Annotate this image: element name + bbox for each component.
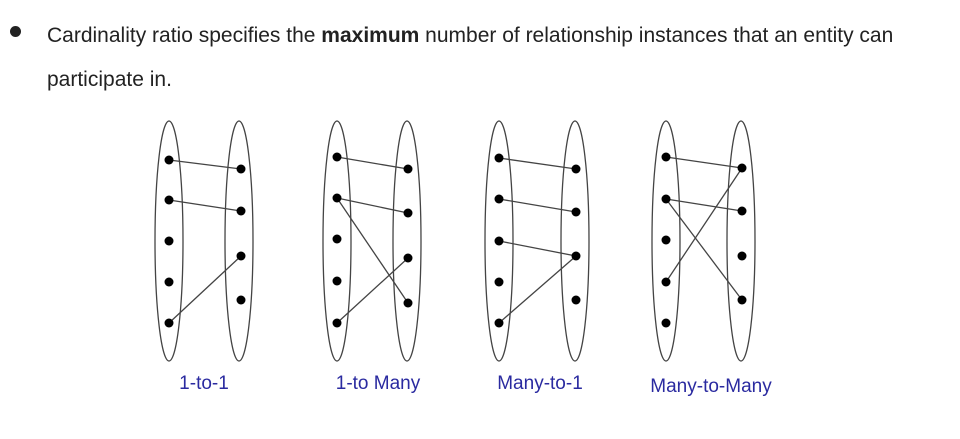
caption-many-to-one: Many-to-1: [497, 373, 583, 394]
entity-dot: [571, 164, 581, 174]
bullet-marker: [10, 26, 21, 37]
relationship-line: [498, 255, 577, 324]
entity-dot: [571, 207, 581, 217]
entity-dot: [403, 164, 413, 174]
relationship-line: [665, 198, 743, 301]
relationship-line: [168, 159, 242, 170]
diagram-many-to-one: [484, 120, 590, 362]
definition-prefix: Cardinality ratio specifies the: [47, 24, 322, 47]
definition-emphasis: maximum: [321, 24, 420, 47]
relationship-line: [336, 197, 409, 214]
entity-dot: [661, 318, 671, 328]
diagram-one-to-many-entities: [332, 152, 413, 328]
relationship-line: [665, 198, 743, 212]
entity-dot: [661, 277, 671, 287]
relationship-line: [336, 156, 409, 170]
diagram-many-to-many: [651, 120, 756, 362]
entity-set-right: [224, 120, 254, 362]
entity-dot: [332, 234, 342, 244]
entity-dot: [494, 318, 504, 328]
entity-dot: [403, 253, 413, 263]
entity-dot: [332, 276, 342, 286]
entity-dot: [661, 152, 671, 162]
entity-dot: [737, 295, 747, 305]
entity-set-left: [484, 120, 514, 362]
relationship-line: [168, 199, 242, 212]
entity-dot: [737, 206, 747, 216]
relationship-line: [498, 240, 577, 257]
entity-dot: [332, 318, 342, 328]
entity-dot: [236, 164, 246, 174]
entity-dot: [164, 236, 174, 246]
relationship-line: [336, 257, 409, 324]
entity-dot: [164, 195, 174, 205]
entity-dot: [737, 163, 747, 173]
entity-dot: [332, 193, 342, 203]
entity-set-right: [392, 120, 422, 362]
entity-dot: [571, 251, 581, 261]
diagram-one-to-many: [322, 120, 422, 362]
entity-dot: [661, 235, 671, 245]
entity-dot: [571, 295, 581, 305]
diagram-many-to-many-entities: [661, 152, 747, 328]
entity-dot: [236, 251, 246, 261]
entity-dot: [494, 194, 504, 204]
entity-dot: [403, 298, 413, 308]
entity-dot: [236, 295, 246, 305]
diagram-many-to-one-entities: [494, 153, 581, 328]
relationship-line: [168, 255, 242, 324]
entity-set-left: [154, 120, 184, 362]
entity-dot: [164, 155, 174, 165]
diagram-one-to-one: [154, 120, 254, 362]
entity-dot: [332, 152, 342, 162]
relationship-line: [665, 167, 743, 283]
entity-dot: [164, 277, 174, 287]
caption-one-to-one: 1-to-1: [179, 373, 229, 394]
entity-set-right: [726, 120, 756, 362]
entity-dot: [494, 153, 504, 163]
entity-dot: [661, 194, 671, 204]
entity-dot: [494, 277, 504, 287]
entity-dot: [737, 251, 747, 261]
relationship-line: [498, 157, 577, 170]
entity-dot: [494, 236, 504, 246]
entity-set-left: [651, 120, 681, 362]
definition-suffix: number of relationship instances that an…: [47, 24, 894, 91]
caption-many-to-many: Many-to-Many: [650, 376, 772, 397]
relationship-line: [498, 198, 577, 213]
entity-dot: [164, 318, 174, 328]
entity-dot: [403, 208, 413, 218]
caption-one-to-many: 1-to Many: [336, 373, 421, 394]
entity-set-left: [322, 120, 352, 362]
relationship-line: [336, 197, 409, 304]
relationship-line: [665, 156, 743, 169]
entity-set-right: [560, 120, 590, 362]
entity-dot: [236, 206, 246, 216]
cardinality-definition: Cardinality ratio specifies the maximum …: [47, 14, 947, 102]
diagram-one-to-one-entities: [164, 155, 246, 328]
